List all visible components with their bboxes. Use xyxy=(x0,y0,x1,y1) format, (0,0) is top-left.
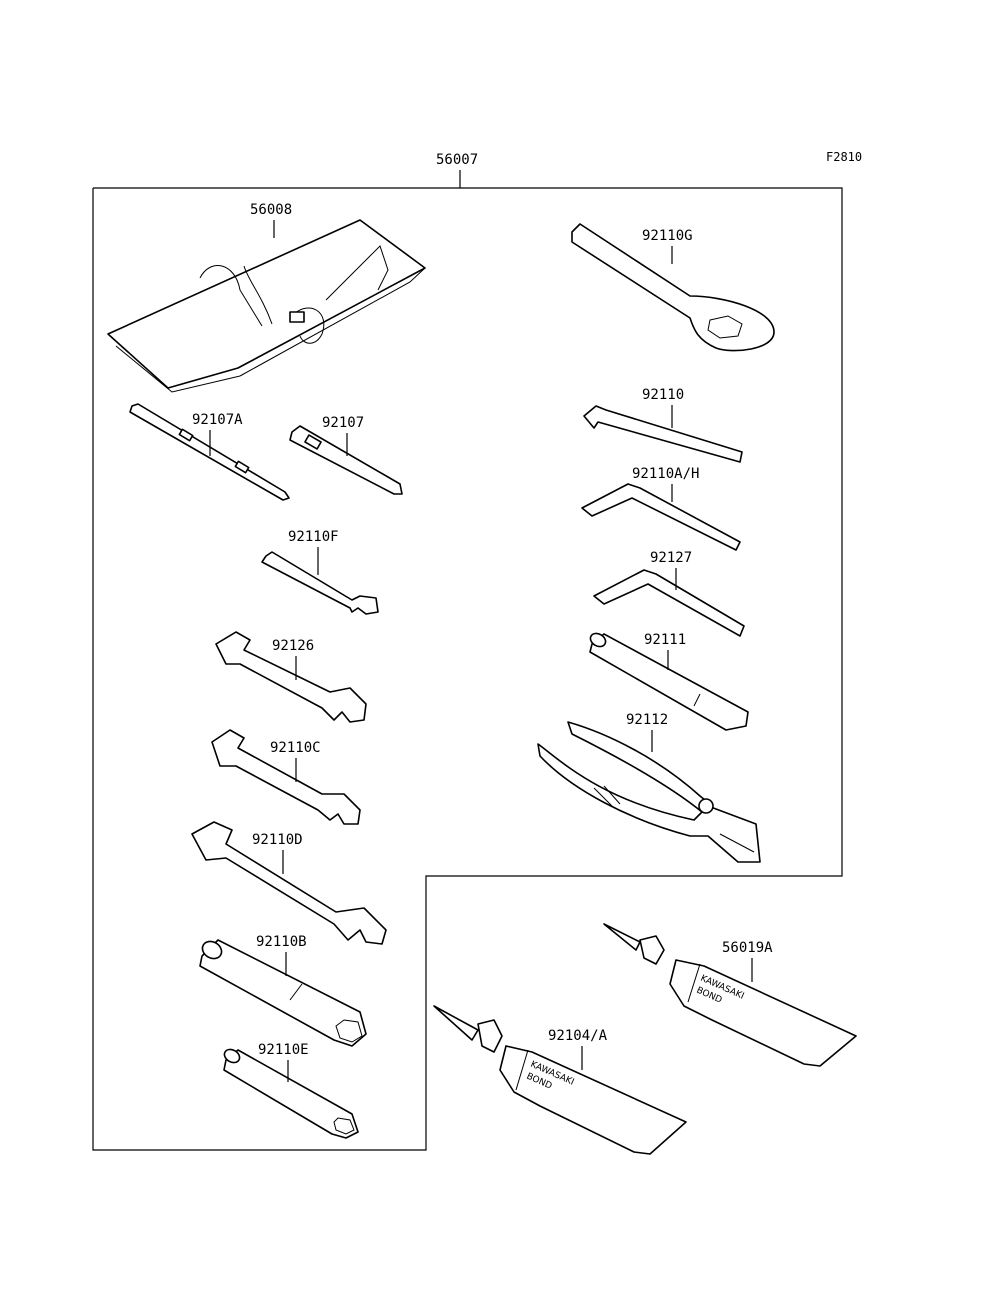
part-label-bond-92104a: 92104/A xyxy=(548,1028,608,1044)
part-label-small-wrench: 92110F xyxy=(288,529,339,545)
wrench-92110d-drawing xyxy=(191,821,387,945)
ring-wrench-drawing xyxy=(571,223,775,352)
part-label-wrench-92126: 92126 xyxy=(272,638,314,654)
part-label-pliers: 92112 xyxy=(626,712,668,728)
part-label-hex-key-92110: 92110 xyxy=(642,387,684,403)
kit-boundary xyxy=(92,187,843,1151)
bond-tube-92104a-drawing: KAWASAKI BOND xyxy=(433,1005,687,1155)
part-label-hex-key-92110ah: 92110A/H xyxy=(632,466,699,482)
part-label-extension-bar: 92111 xyxy=(644,632,686,648)
pliers-drawing xyxy=(537,721,761,863)
part-label-tool-bag: 56008 xyxy=(250,202,292,218)
bond-tube-56019a-drawing: KAWASAKI BOND xyxy=(603,923,857,1067)
hex-key-92110ah-drawing xyxy=(581,483,741,551)
part-label-screwdriver-handle: 92107 xyxy=(322,415,364,431)
socket-large-drawing xyxy=(199,939,367,1047)
socket-small-drawing xyxy=(223,1048,359,1139)
tool-bag-drawing xyxy=(107,219,426,393)
hex-key-92127-drawing xyxy=(593,569,745,637)
hex-key-92110-drawing xyxy=(583,405,743,463)
part-label-bond-56019a: 56019A xyxy=(722,940,773,956)
part-label-socket-small: 92110E xyxy=(258,1042,309,1058)
extension-bar-drawing xyxy=(589,632,749,731)
part-label-screwdriver-bit: 92107A xyxy=(192,412,243,428)
wrench-92126-drawing xyxy=(215,631,367,723)
part-label-wrench-92110d: 92110D xyxy=(252,832,303,848)
small-wrench-drawing xyxy=(261,551,379,615)
kit-number-label: 56007 xyxy=(436,152,478,168)
part-label-socket-large: 92110B xyxy=(256,934,307,950)
wrench-92110c-drawing xyxy=(211,729,361,825)
part-label-hex-key-92127: 92127 xyxy=(650,550,692,566)
figure-code: F2810 xyxy=(826,150,862,164)
screwdriver-handle-drawing xyxy=(289,425,403,495)
part-label-ring-wrench: 92110G xyxy=(642,228,693,244)
part-label-wrench-92110c: 92110C xyxy=(270,740,321,756)
